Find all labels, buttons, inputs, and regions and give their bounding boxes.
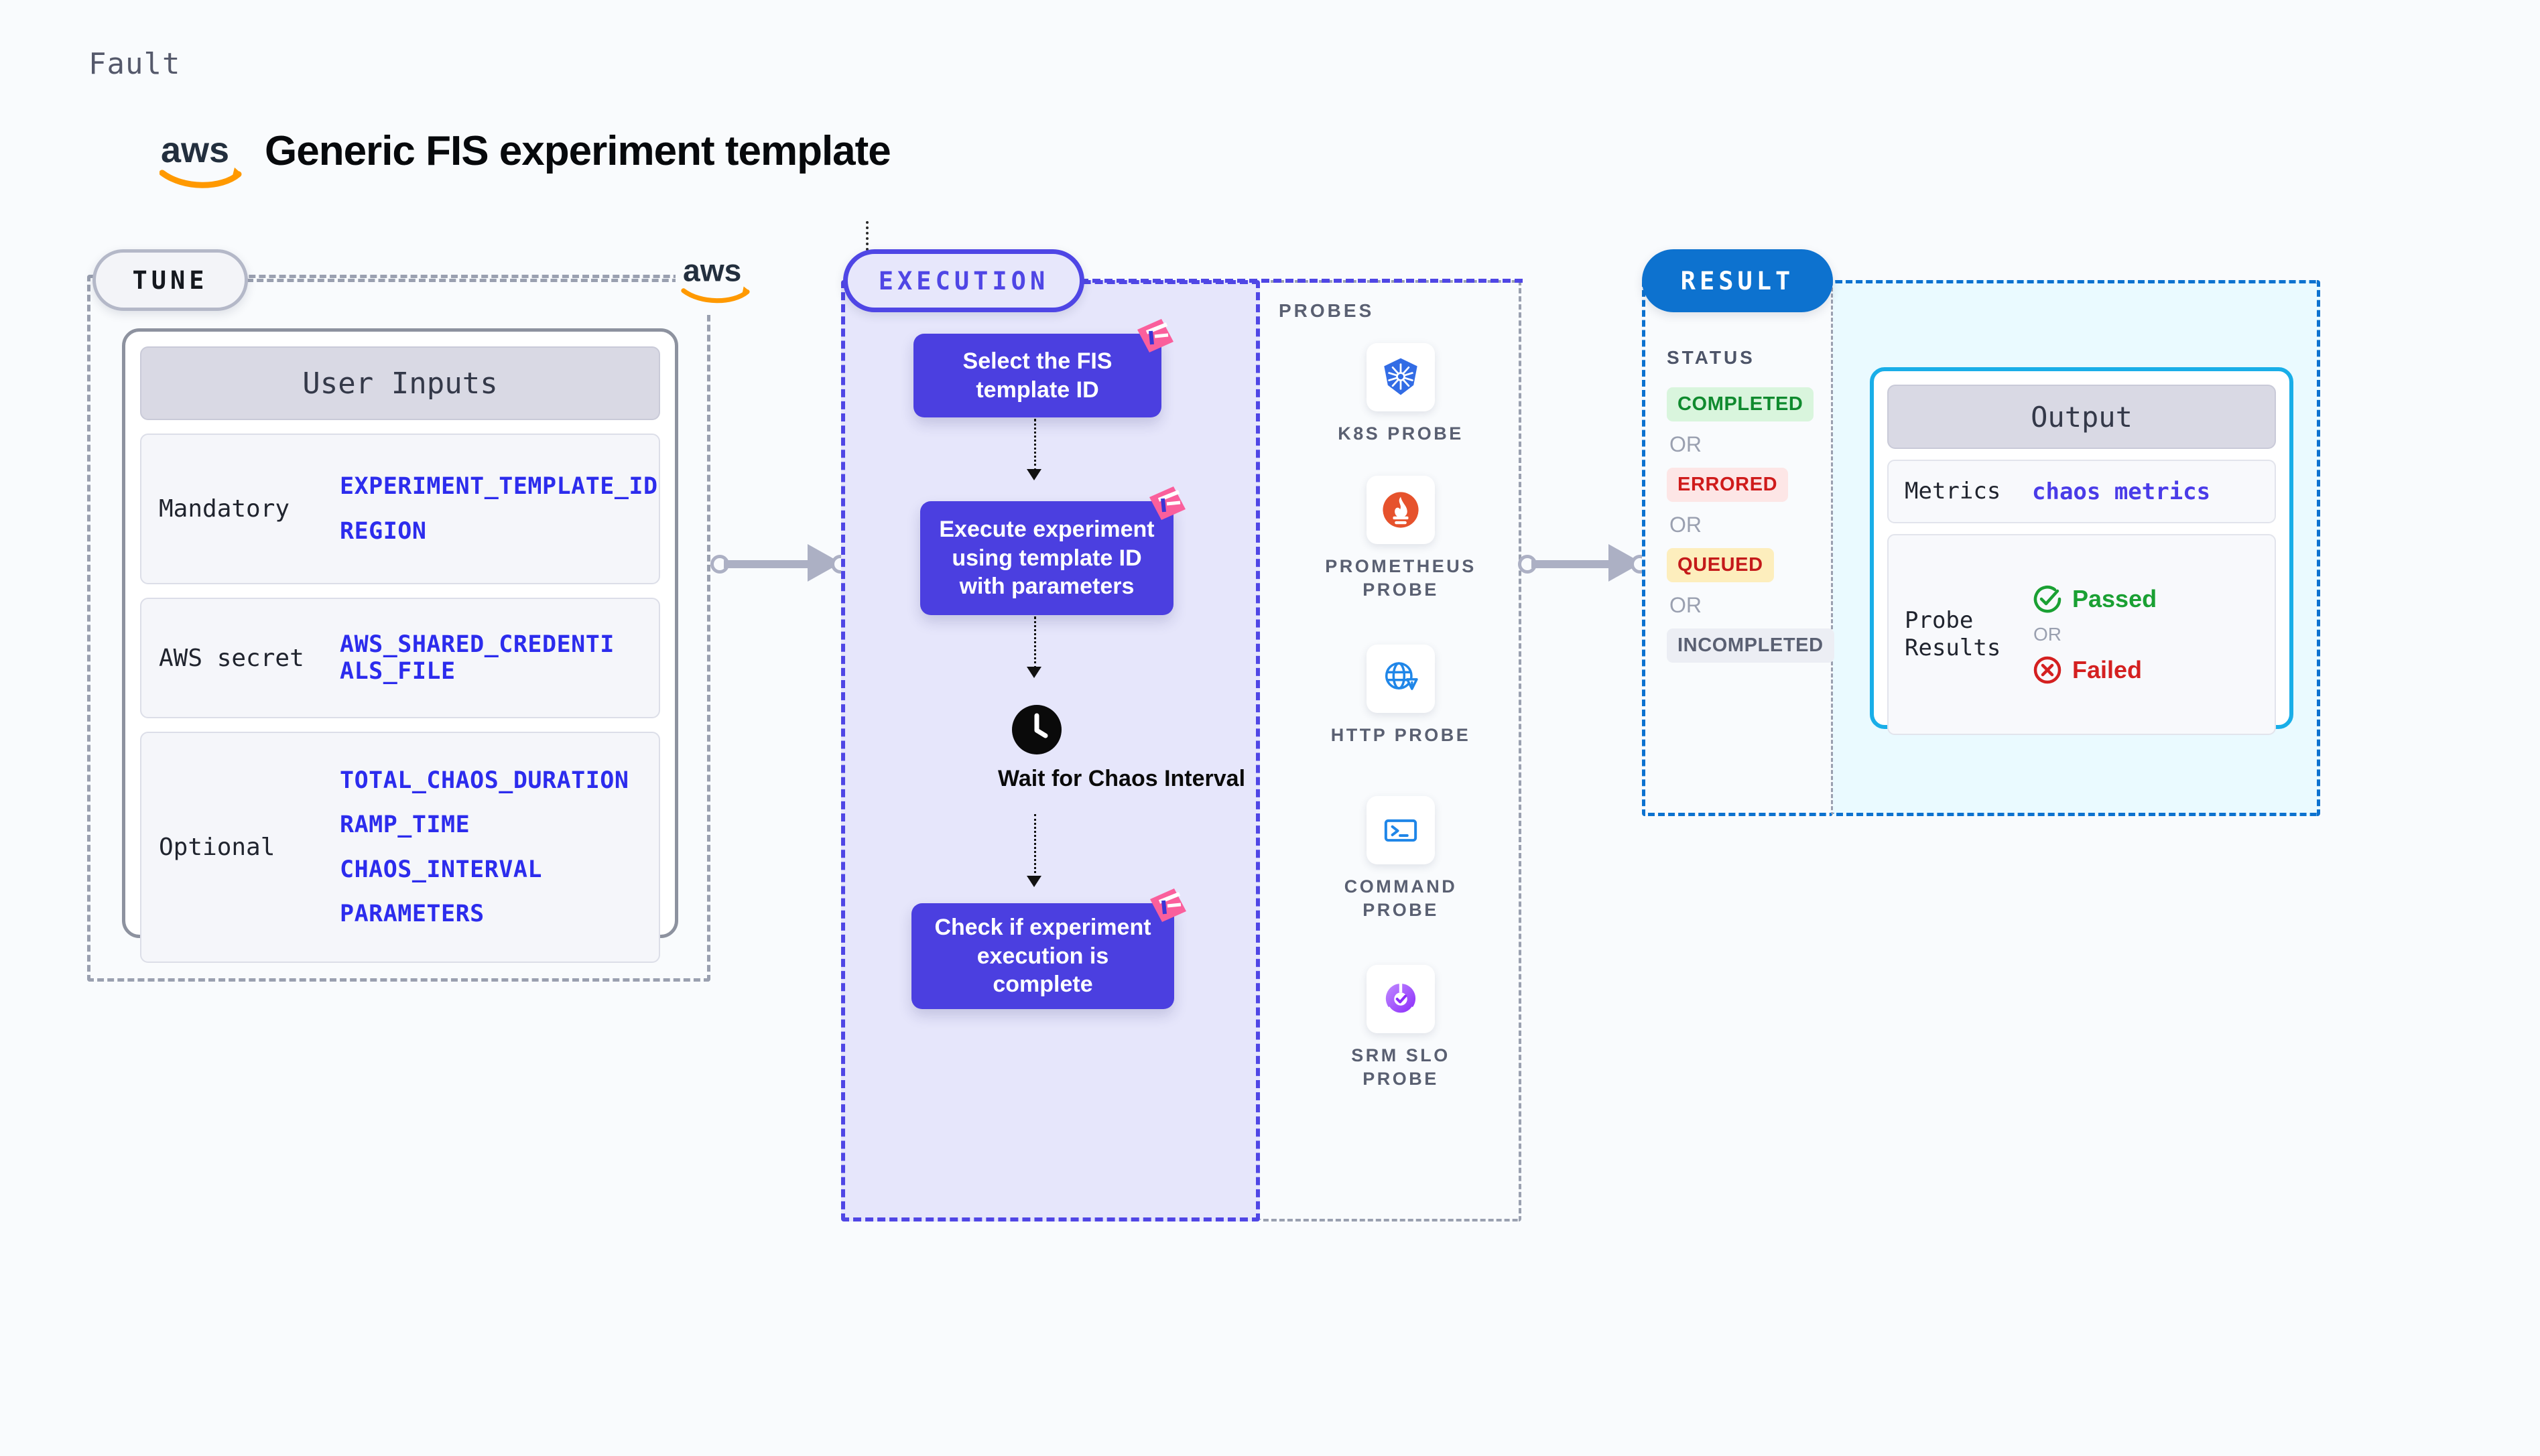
probe-results-label: Probe Results: [1905, 607, 2001, 661]
page-title: Generic FIS experiment template: [265, 128, 891, 174]
result-pill[interactable]: RESULT: [1642, 249, 1833, 312]
execution-pill[interactable]: EXECUTION: [843, 249, 1084, 312]
status-badge: INCOMPLETED: [1667, 628, 1834, 663]
input-group-optional: Optional TOTAL_CHAOS_DURATION RAMP_TIME …: [140, 732, 660, 963]
execution-dashed-top: [1080, 279, 1523, 283]
failed-label: Failed: [2072, 656, 2143, 683]
input-value[interactable]: REGION: [340, 517, 427, 545]
probe-item-http[interactable]: HTTP PROBE: [1314, 645, 1488, 747]
input-group-mandatory: Mandatory EXPERIMENT_TEMPLATE_ID REGION: [140, 434, 660, 584]
status-list: COMPLETED OR ERRORED OR QUEUED OR INCOMP…: [1667, 387, 1834, 663]
connector-tune-to-execution: [710, 543, 850, 583]
flow-arrow-head: [1027, 469, 1041, 480]
execution-region: [841, 280, 1260, 1221]
aws-logo: aws: [159, 125, 247, 192]
svg-text:aws: aws: [161, 130, 229, 170]
probe-item-k8s[interactable]: K8S PROBE: [1314, 343, 1488, 446]
probe-result-failed: Failed: [2032, 655, 2157, 685]
metrics-label: Metrics: [1905, 478, 2001, 505]
flow-step-text: Check if experiment execution is complet…: [934, 915, 1151, 998]
status-badge: ERRORED: [1667, 468, 1789, 502]
page-header: Fault aws Generic FIS experiment templat…: [80, 40, 1019, 188]
input-value[interactable]: PARAMETERS: [340, 900, 485, 927]
probes-region: [1260, 280, 1521, 1221]
http-globe-icon: [1367, 645, 1435, 713]
probe-label: K8S PROBE: [1338, 423, 1464, 444]
flow-arrow: [1034, 616, 1036, 669]
input-group-aws-secret: AWS secret AWS_SHARED_CREDENTIALS_FILE: [140, 598, 660, 718]
user-inputs-header: User Inputs: [140, 346, 660, 420]
prometheus-icon: [1367, 476, 1435, 544]
check-circle-icon: [2033, 586, 2061, 613]
tune-region: [87, 275, 710, 982]
wait-label: Wait for Chaos Interval: [998, 765, 1245, 793]
tune-dashed-connector: [247, 279, 689, 282]
group-label-optional: Optional: [159, 834, 275, 861]
input-value[interactable]: RAMP_TIME: [340, 811, 470, 839]
probe-label: PROMETHEUS PROBE: [1325, 556, 1476, 600]
probe-label: HTTP PROBE: [1330, 725, 1471, 745]
group-label-mandatory: Mandatory: [159, 495, 290, 523]
srm-slo-icon: [1367, 965, 1435, 1033]
input-value[interactable]: EXPERIMENT_TEMPLATE_ID: [340, 473, 658, 501]
status-badge: COMPLETED: [1667, 387, 1814, 421]
probe-item-command[interactable]: COMMAND PROBE: [1314, 796, 1488, 922]
flow-arrow: [1034, 419, 1036, 471]
fault-label: Fault: [88, 47, 181, 81]
flow-arrow-head: [1027, 667, 1041, 678]
litmus-logo-icon: [1147, 887, 1189, 923]
flow-step-execute-experiment[interactable]: Execute experiment using template ID wit…: [920, 486, 1186, 615]
passed-label: Passed: [2072, 585, 2157, 612]
input-value[interactable]: TOTAL_CHAOS_DURATION: [340, 767, 629, 794]
probe-label: COMMAND PROBE: [1344, 876, 1458, 921]
tune-pill[interactable]: TUNE: [92, 249, 248, 311]
clock-icon: [1011, 704, 1063, 756]
connector-execution-to-result: [1518, 543, 1649, 583]
svg-text:aws: aws: [683, 253, 741, 288]
input-value[interactable]: CHAOS_INTERVAL: [340, 856, 543, 883]
tune-card: User Inputs Mandatory EXPERIMENT_TEMPLAT…: [122, 328, 678, 963]
execution-tick-mark: [866, 221, 869, 261]
litmus-logo-icon: [1147, 485, 1188, 521]
probe-item-prometheus[interactable]: PROMETHEUS PROBE: [1314, 476, 1488, 602]
or-separator: OR: [1669, 513, 1702, 537]
wait-for-chaos-interval: Wait for Chaos Interval: [998, 704, 1245, 793]
probe-label: SRM SLO PROBE: [1351, 1045, 1450, 1089]
flow-step-check-complete[interactable]: Check if experiment execution is complet…: [911, 888, 1186, 1009]
probes-title: PROBES: [1279, 300, 1375, 321]
output-probe-results-row: Probe Results Passed OR Failed: [1887, 534, 2276, 735]
aws-badge-icon: aws: [676, 243, 759, 315]
input-value[interactable]: AWS_SHARED_CREDENTIALS_FILE: [340, 631, 615, 685]
flow-arrow-head: [1027, 876, 1041, 887]
flow-step-select-template[interactable]: Select the FIS template ID: [913, 319, 1173, 417]
output-header: Output: [1887, 385, 2276, 449]
or-separator: OR: [1669, 593, 1702, 617]
or-separator: OR: [1669, 432, 1702, 456]
output-card: Output Metrics chaos metrics Probe Resul…: [1870, 367, 2293, 735]
or-separator: OR: [2033, 624, 2061, 645]
litmus-logo-icon: [1135, 318, 1176, 354]
flow-step-text: Execute experiment using template ID wit…: [939, 517, 1155, 600]
status-title: STATUS: [1667, 347, 1755, 368]
flow-step-text: Select the FIS template ID: [962, 348, 1113, 403]
kubernetes-icon: [1367, 343, 1435, 411]
terminal-icon: [1367, 796, 1435, 864]
probe-result-passed: Passed: [2032, 584, 2157, 614]
probe-item-srm-slo[interactable]: SRM SLO PROBE: [1314, 965, 1488, 1091]
group-label-aws-secret: AWS secret: [159, 644, 304, 672]
x-circle-icon: [2033, 656, 2061, 684]
flow-arrow: [1034, 814, 1036, 878]
output-metrics-row: Metrics chaos metrics: [1887, 460, 2276, 523]
metrics-value[interactable]: chaos metrics: [2032, 478, 2211, 505]
status-badge: QUEUED: [1667, 548, 1774, 582]
